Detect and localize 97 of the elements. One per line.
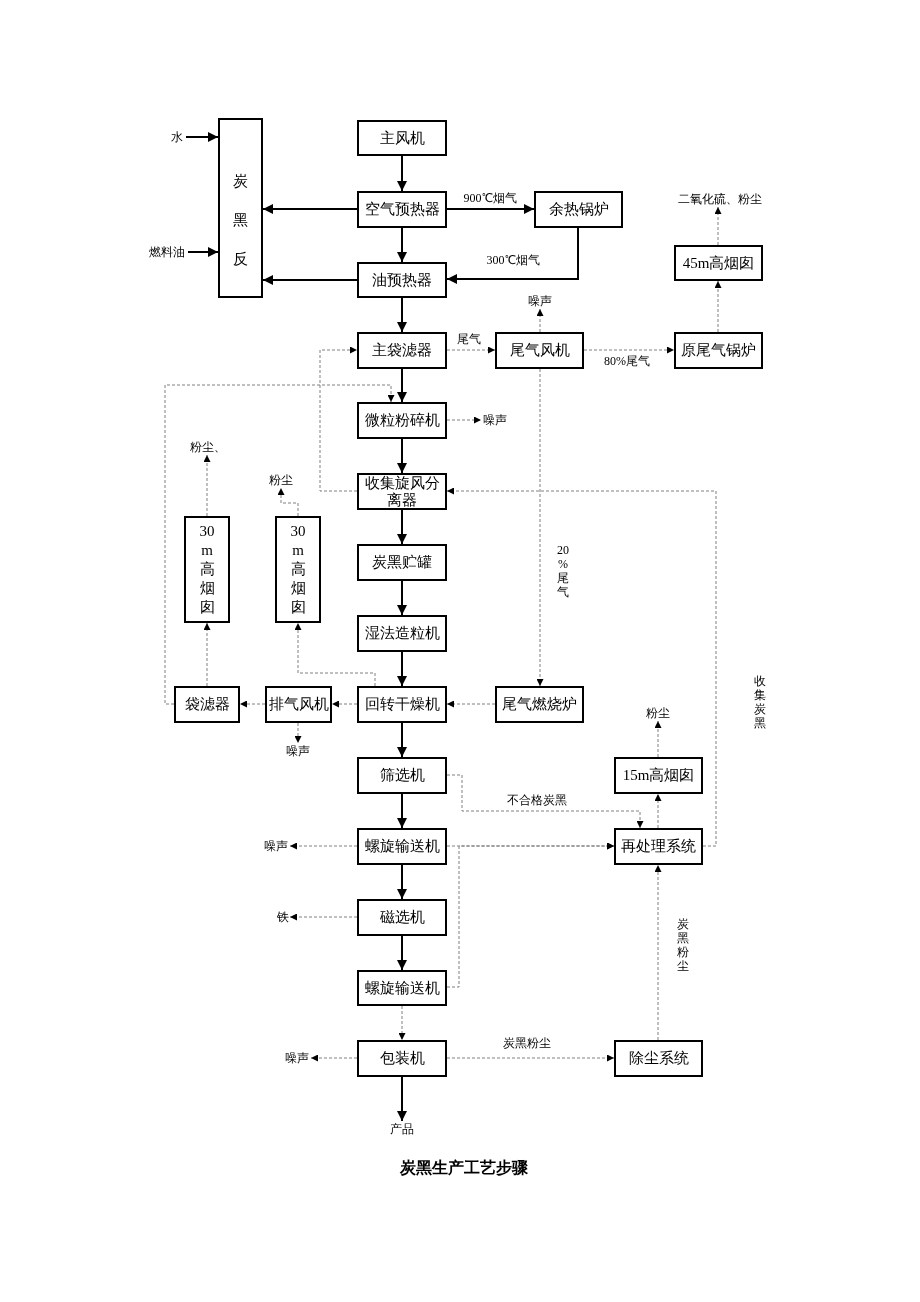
- output-label: 噪声: [262, 838, 290, 854]
- flow-arrow: [536, 368, 544, 687]
- flow-arrow: [239, 700, 266, 708]
- edge-label: 炭黑粉尘: [503, 1036, 551, 1050]
- flow-arrow: [714, 206, 722, 246]
- flow-arrow: [446, 346, 496, 354]
- output-label: 二氧化硫、粉尘: [668, 191, 772, 207]
- flow-arrow: [446, 487, 717, 847]
- flow-arrow: [397, 227, 407, 263]
- flow-arrow: [397, 1076, 407, 1122]
- edge-label: 收集炭黑: [751, 674, 769, 730]
- process-box: 尾气燃烧炉: [495, 686, 584, 723]
- flow-arrow: [397, 864, 407, 900]
- output-label: 噪声: [481, 412, 509, 428]
- flow-arrow: [583, 346, 675, 354]
- process-box: 30m高烟囱: [275, 516, 321, 623]
- output-label: 粉尘: [267, 472, 295, 488]
- process-box: 炭黑反: [218, 118, 263, 298]
- process-box: 收集旋风分离器: [357, 473, 447, 510]
- edge-label: 80%尾气: [604, 354, 650, 368]
- process-box: 湿法造粒机: [357, 615, 447, 652]
- process-box: 尾气风机: [495, 332, 584, 369]
- process-box: 余热锅炉: [534, 191, 623, 228]
- flow-arrow: [294, 722, 302, 744]
- output-label: 粉尘、: [188, 439, 228, 455]
- flow-arrow: [397, 368, 407, 403]
- process-box: 30m高烟囱: [184, 516, 230, 623]
- process-box: 排气风机: [265, 686, 332, 723]
- flow-arrow: [654, 864, 662, 1041]
- process-box: 再处理系统: [614, 828, 703, 865]
- process-box: 油预热器: [357, 262, 447, 298]
- flow-arrow: [289, 913, 358, 921]
- flow-arrow: [398, 1005, 406, 1041]
- flow-arrow: [446, 774, 644, 829]
- edge-label: 尾气: [457, 332, 481, 346]
- flow-arrow: [446, 227, 579, 284]
- process-box: 微粒粉碎机: [357, 402, 447, 439]
- flow-arrow: [397, 935, 407, 971]
- flow-arrow: [262, 204, 358, 214]
- flow-arrow: [331, 700, 358, 708]
- flow-arrow: [397, 297, 407, 333]
- flow-arrow: [277, 487, 299, 517]
- process-box: 45m高烟囱: [674, 245, 763, 281]
- flow-arrow: [446, 204, 535, 214]
- output-label: 噪声: [283, 1050, 311, 1066]
- caption: 炭黑生产工艺步骤: [400, 1157, 528, 1178]
- flow-arrow: [310, 1054, 358, 1062]
- edge-label: 炭黑粉尘: [674, 917, 692, 973]
- flow-arrow: [397, 651, 407, 687]
- flow-arrow: [185, 132, 219, 142]
- flow-arrow: [397, 155, 407, 192]
- flow-arrow: [294, 622, 376, 687]
- process-box: 袋滤器: [174, 686, 240, 723]
- flow-arrow: [397, 509, 407, 545]
- process-box: 空气预热器: [357, 191, 447, 228]
- output-label: 铁: [276, 909, 290, 925]
- input-label: 燃料油: [146, 244, 188, 260]
- output-label: 噪声: [284, 743, 312, 759]
- process-box: 筛选机: [357, 757, 447, 794]
- edge-label: 300℃烟气: [486, 253, 540, 267]
- flow-arrow: [714, 280, 722, 333]
- flow-arrow: [397, 793, 407, 829]
- process-box: 包装机: [357, 1040, 447, 1077]
- flow-arrow: [446, 416, 482, 424]
- flow-arrow: [289, 842, 358, 850]
- process-box: 炭黑贮罐: [357, 544, 447, 581]
- edge-label: 不合格炭黑: [507, 793, 567, 807]
- flow-arrow: [654, 720, 662, 758]
- process-box: 磁选机: [357, 899, 447, 936]
- edge-label: 20%尾气: [554, 543, 572, 599]
- flow-arrow: [446, 842, 615, 988]
- process-box: 原尾气锅炉: [674, 332, 763, 369]
- process-box: 主袋滤器: [357, 332, 447, 369]
- process-box: 螺旋输送机: [357, 970, 447, 1006]
- output-label: 粉尘: [644, 705, 672, 721]
- flow-arrow: [654, 793, 662, 829]
- flow-arrow: [203, 622, 211, 687]
- edge-label: 900℃烟气: [463, 191, 517, 205]
- flow-arrow: [187, 247, 219, 257]
- process-box: 除尘系统: [614, 1040, 703, 1077]
- flow-arrow: [397, 438, 407, 474]
- input-label: 水: [168, 129, 186, 145]
- flow-arrow: [446, 700, 496, 708]
- flow-arrow: [164, 384, 395, 705]
- flow-arrow: [262, 275, 358, 285]
- flow-arrow: [446, 1054, 615, 1062]
- output-label: 噪声: [526, 293, 554, 309]
- flow-arrow: [536, 308, 544, 333]
- flow-arrow: [397, 722, 407, 758]
- flow-arrow: [397, 580, 407, 616]
- process-box: 回转干燥机: [357, 686, 447, 723]
- output-label: 产品: [388, 1121, 416, 1137]
- flow-arrow: [203, 454, 211, 517]
- process-box: 主风机: [357, 120, 447, 156]
- process-box: 15m高烟囱: [614, 757, 703, 794]
- flow-arrow: [319, 346, 358, 492]
- process-box: 螺旋输送机: [357, 828, 447, 865]
